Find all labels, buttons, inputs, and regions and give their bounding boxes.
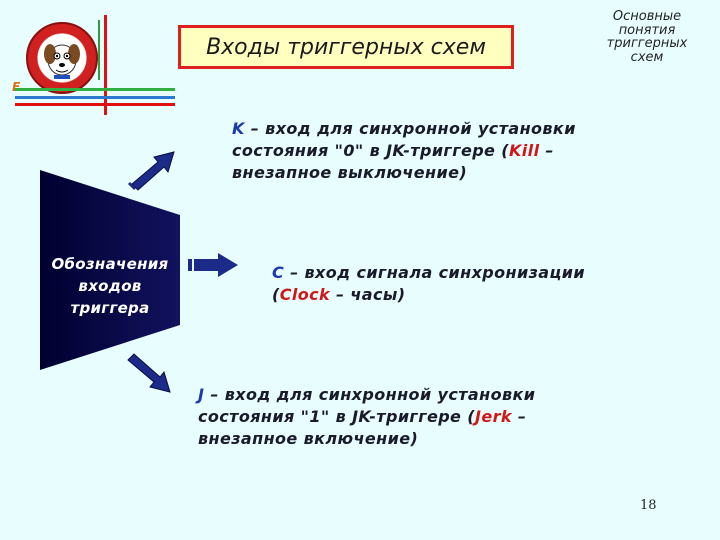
input-c-description: C – вход сигнала синхронизации (Clock – … — [272, 263, 585, 304]
input-name-highlight: Jerk — [475, 407, 512, 426]
page-number: 18 — [640, 498, 657, 513]
input-key-letter: J — [198, 385, 205, 404]
logo — [26, 22, 98, 94]
section-caption: Основные понятия триггерных схем — [606, 9, 688, 65]
center-label-line: триггера — [70, 299, 150, 317]
input-j-description: J – вход для синхронной установки состоя… — [198, 385, 536, 448]
vertical-red-line — [104, 15, 107, 115]
slide-title: Входы триггерных схем — [178, 25, 514, 69]
horizontal-green-line — [15, 88, 175, 91]
vertical-red-line-short — [98, 20, 100, 80]
center-label-line: входов — [78, 277, 142, 295]
input-name-highlight: Kill — [509, 141, 540, 160]
input-k-description: K – вход для синхронной установки состоя… — [232, 119, 576, 182]
horizontal-red-line — [15, 103, 175, 106]
diagram-trapezoid — [40, 170, 180, 370]
dog-mascot-icon — [44, 44, 80, 79]
horizontal-blue-line — [15, 96, 175, 99]
diagram-center-label: Обозначения входов триггера — [42, 253, 178, 319]
arrow-right-icon — [188, 253, 238, 277]
input-name-highlight: Clock — [279, 285, 331, 304]
center-label-line: Обозначения — [51, 255, 169, 273]
logo-letter: E — [12, 80, 21, 94]
input-key-letter: C — [272, 263, 285, 282]
input-key-letter: K — [232, 119, 245, 138]
arrow-down-right-icon — [127, 353, 171, 393]
arrow-up-right-icon — [128, 151, 175, 191]
